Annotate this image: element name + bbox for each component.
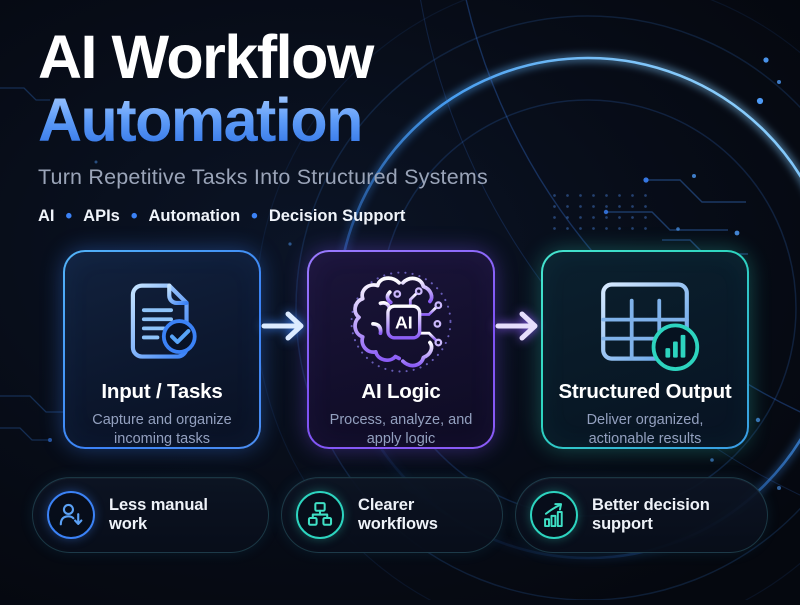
benefit-clearer-workflows: Clearer workflows — [281, 477, 503, 553]
tag-ai: AI — [38, 207, 55, 225]
card-desc-input-tasks: Capture and organize incoming tasks — [92, 412, 232, 448]
card-title-ai-logic: AI Logic — [361, 380, 441, 403]
tag-separator-dot: • — [130, 206, 138, 227]
tag-row: AI • APIs • Automation • Decision Suppor… — [38, 207, 762, 226]
page-title-line1: AI Workflow — [38, 23, 374, 91]
benefit-label: Better decision support — [592, 496, 710, 533]
card-title-input-tasks: Input / Tasks — [101, 380, 223, 403]
card-desc-ai-logic: Process, analyze, and apply logic — [329, 412, 473, 448]
benefits-row: Less manual work Clearer workflows — [0, 477, 800, 553]
arrow-right-icon — [261, 311, 304, 341]
card-ai-logic: AI AI Logic Process, analyze, and apply … — [307, 250, 495, 449]
benefit-less-manual-work: Less manual work — [32, 477, 269, 553]
card-title-structured-output: Structured Output — [558, 380, 732, 403]
table-bar-chart-icon — [601, 281, 700, 371]
card-input-tasks: Input / Tasks Capture and organize incom… — [63, 250, 261, 449]
card-structured-output: Structured Output Deliver organized, act… — [541, 250, 749, 449]
ai-chip-label: AI — [395, 313, 413, 333]
flow-arrow-2-cell — [495, 250, 541, 449]
page-title-line2: Automation — [38, 90, 762, 151]
person-arrow-down-icon — [47, 491, 95, 539]
header: AI Workflow Automation Turn Repetitive T… — [0, 0, 800, 227]
card-desc-structured-output: Deliver organized, actionable results — [586, 412, 704, 448]
arrow-right-icon — [495, 311, 538, 341]
flow-arrow-1-cell — [261, 250, 307, 449]
tag-apis: APIs — [83, 207, 120, 225]
bar-chart-growth-icon — [530, 491, 578, 539]
tag-separator-dot: • — [251, 206, 258, 227]
benefit-label: Clearer workflows — [358, 496, 438, 533]
brain-ai-chip-icon: AI — [350, 271, 452, 373]
tag-decision-support: Decision Support — [268, 207, 406, 225]
document-check-icon — [130, 283, 197, 359]
benefit-better-decision-support: Better decision support — [515, 477, 768, 553]
page-subtitle: Turn Repetitive Tasks Into Structured Sy… — [38, 165, 488, 189]
org-chart-icon — [296, 491, 344, 539]
workflow-cards-row: Input / Tasks Capture and organize incom… — [0, 250, 800, 449]
tag-automation: Automation — [148, 207, 241, 225]
tag-separator-dot: • — [65, 206, 73, 227]
benefit-label: Less manual work — [109, 496, 208, 533]
